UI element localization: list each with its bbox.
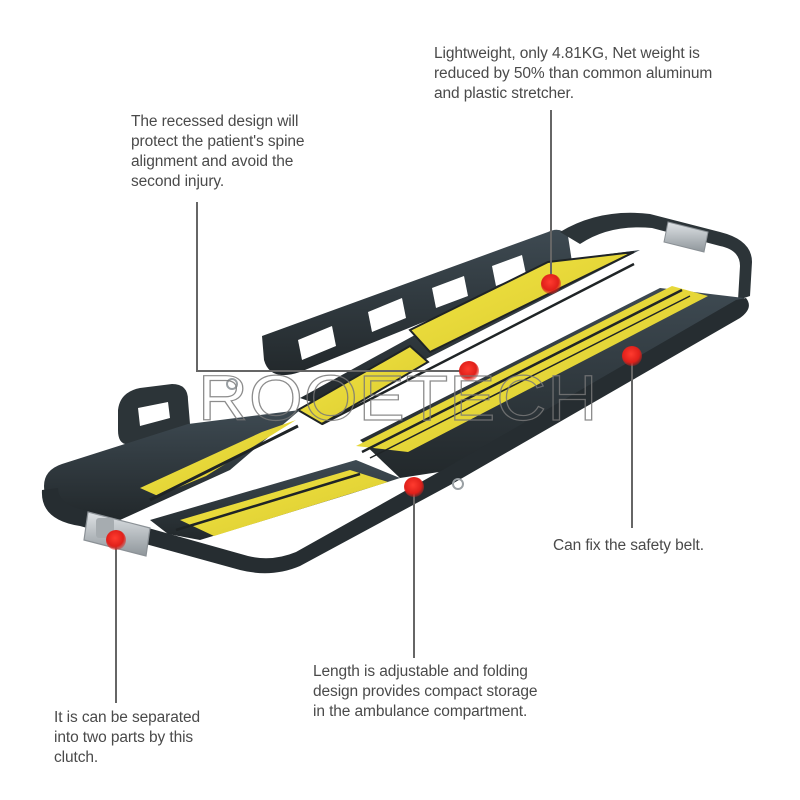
stretcher-front-half — [41, 286, 749, 574]
marker-weight — [541, 274, 561, 294]
marker-length — [404, 477, 424, 497]
marker-dots — [106, 274, 642, 550]
marker-belt — [622, 346, 642, 366]
callout-clutch: It is can be separated into two parts by… — [54, 709, 201, 766]
leader-lines — [115, 110, 633, 703]
callout-recessed-design: The recessed design will protect the pat… — [131, 113, 305, 190]
leader-recessed — [196, 202, 469, 372]
callout-safety-belt: Can fix the safety belt. — [553, 537, 704, 554]
callout-weight: Lightweight, only 4.81KG, Net weight is … — [434, 45, 713, 102]
far-clutch — [663, 221, 709, 253]
callout-adjustable-length: Length is adjustable and folding design … — [313, 663, 538, 720]
marker-clutch — [106, 530, 126, 550]
marker-recessed — [459, 361, 479, 381]
